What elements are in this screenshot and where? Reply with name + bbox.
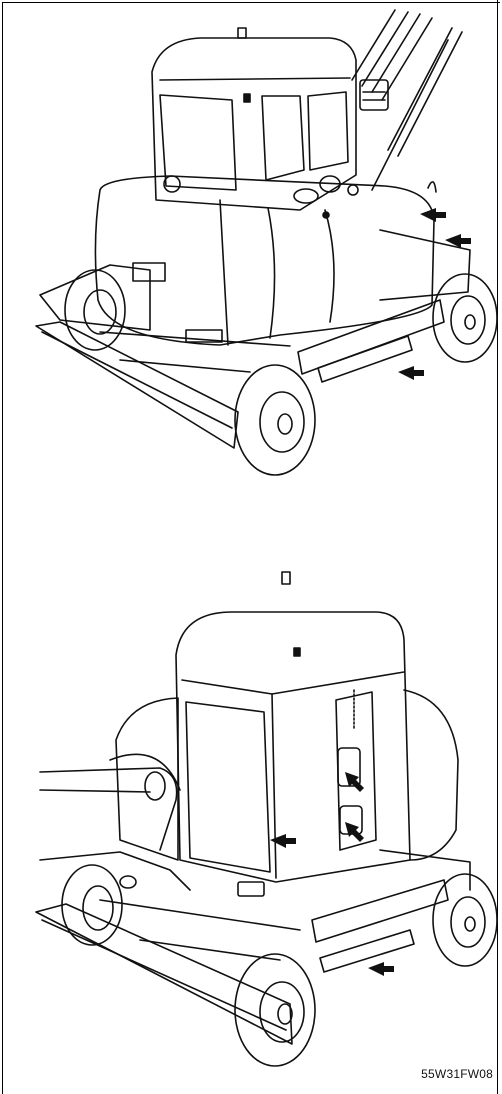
cab-top xyxy=(151,27,357,211)
front-step xyxy=(311,879,449,973)
arrow-markers-bottom xyxy=(270,772,394,976)
boom-arm-top xyxy=(351,9,463,191)
upper-body-bottom xyxy=(115,689,459,897)
figure-code: 55W31FW08 xyxy=(421,1067,493,1081)
wheel-front-left-top xyxy=(64,269,126,351)
arrow-markers-top xyxy=(398,208,471,380)
boom-arm-bottom xyxy=(39,753,191,891)
undercarriage-bottom xyxy=(35,849,471,1045)
wheel-front-left-bottom xyxy=(234,953,316,1067)
excavator-front-view xyxy=(35,571,498,1067)
wheel-rear-right-top xyxy=(432,273,498,363)
upper-body-top xyxy=(94,175,435,346)
cab-bottom xyxy=(175,571,411,883)
rear-step xyxy=(297,299,445,383)
frame-right-edge xyxy=(497,0,498,1094)
excavator-rear-view xyxy=(35,9,498,476)
handle-hook-top xyxy=(427,181,437,193)
wheel-rear-left-top xyxy=(234,364,316,476)
wheel-front-right-bottom xyxy=(432,873,498,967)
wheel-rear-left-bottom xyxy=(61,864,123,946)
